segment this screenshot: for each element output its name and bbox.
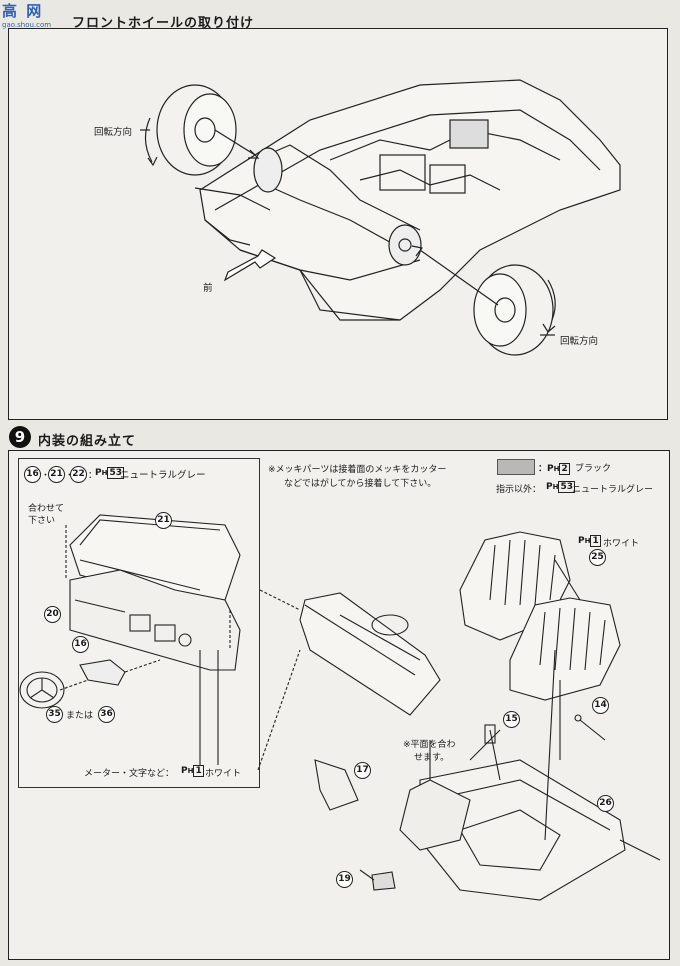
part-number-26: 26 — [597, 795, 614, 812]
other-label: 指示以外： — [496, 485, 542, 495]
flat-note-line2: せます。 — [414, 753, 450, 763]
swatch-color-name: ブラック — [575, 464, 612, 474]
other-color-name: ニュートラルグレー — [572, 485, 654, 495]
align-note: 合わせて下さい — [28, 504, 65, 526]
part-number-20-callout: 20 — [44, 606, 61, 623]
section8-title: フロントホイールの取り付け — [72, 16, 255, 31]
part-number-36: 36 — [98, 706, 115, 723]
part-number-35: 35 — [46, 706, 63, 723]
section9-title: 内装の組み立て — [38, 434, 137, 449]
part-number-17: 17 — [354, 762, 371, 779]
part-number-15: 15 — [503, 711, 520, 728]
part-number-21-callout: 21 — [155, 512, 172, 529]
meter-note: メーター・文字など： — [84, 769, 175, 779]
logo-mark: 高 网 — [2, 2, 44, 20]
flat-note-line1: ※平面を合わ — [403, 740, 456, 750]
seat-color: ホワイト — [603, 539, 640, 549]
part-number-16-callout: 16 — [72, 636, 89, 653]
part-number-25: 25 — [589, 549, 606, 566]
front-label: 前 — [203, 283, 213, 294]
part-number-16: 16 — [24, 466, 41, 483]
section9-badge: 9 — [9, 426, 31, 448]
or-label: または — [66, 711, 94, 721]
logo-url: gao.shou.com — [2, 21, 52, 29]
part-number-14: 14 — [592, 697, 609, 714]
plating-note-line1: ※メッキパーツは接着面のメッキをカッター — [268, 465, 447, 475]
part-number-21: 21 — [48, 466, 65, 483]
part-number-19: 19 — [336, 871, 353, 888]
black-color-swatch — [497, 459, 535, 475]
plating-note-line2: などではがしてから接着して下さい。 — [284, 479, 437, 489]
rotation-label-right: 回転方向 — [560, 336, 599, 347]
part-number-22: 22 — [70, 466, 87, 483]
rotation-label-left: 回転方向 — [94, 127, 133, 138]
left-color-name: ニュートラルグレー — [120, 470, 206, 481]
meter-color: ホワイト — [205, 769, 242, 779]
